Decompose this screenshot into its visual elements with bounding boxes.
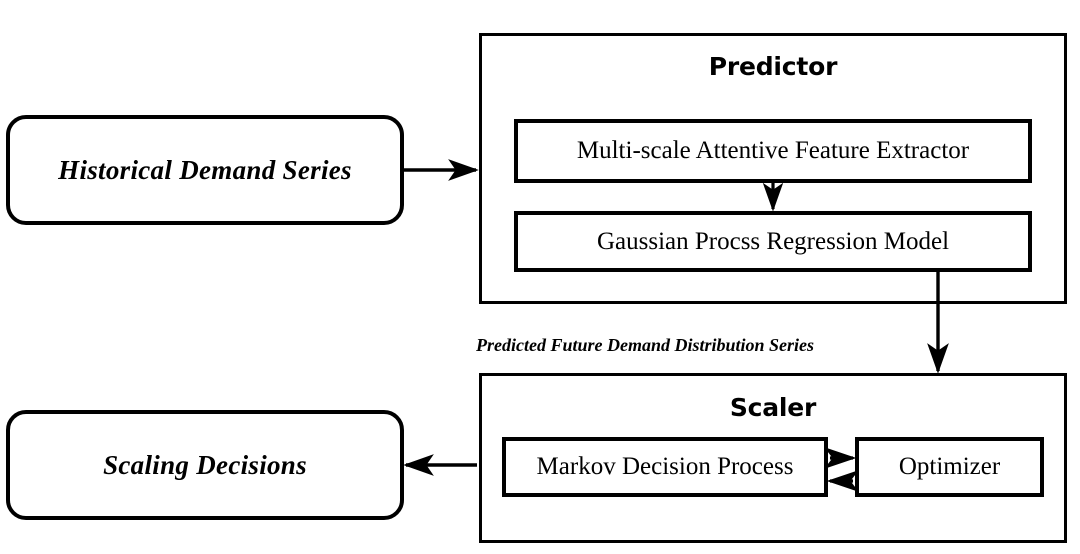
node-historical-demand-series[interactable]: Historical Demand Series: [6, 115, 404, 225]
edge-label-predicted-future-demand-distribution-series: Predicted Future Demand Distribution Ser…: [476, 335, 815, 355]
node-feature-extractor[interactable]: Multi-scale Attentive Feature Extractor: [514, 119, 1032, 183]
node-label-feature-extractor: Multi-scale Attentive Feature Extractor: [576, 137, 970, 164]
node-markov-decision-process[interactable]: Markov Decision Process: [502, 437, 828, 497]
node-scaling-decisions[interactable]: Scaling Decisions: [6, 410, 404, 520]
node-label-historical-demand-series: Historical Demand Series: [58, 154, 352, 185]
module-title-scaler: Scaler: [729, 393, 817, 422]
node-label-markov-decision-process: Markov Decision Process: [536, 453, 794, 480]
node-label-scaling-decisions: Scaling Decisions: [103, 449, 307, 480]
node-label-gpr-model: Gaussian Procss Regression Model: [596, 227, 950, 255]
node-label-optimizer: Optimizer: [898, 453, 1001, 480]
module-title-predictor: Predictor: [708, 52, 838, 81]
node-optimizer[interactable]: Optimizer: [855, 437, 1044, 497]
node-gpr-model[interactable]: Gaussian Procss Regression Model: [514, 211, 1032, 272]
